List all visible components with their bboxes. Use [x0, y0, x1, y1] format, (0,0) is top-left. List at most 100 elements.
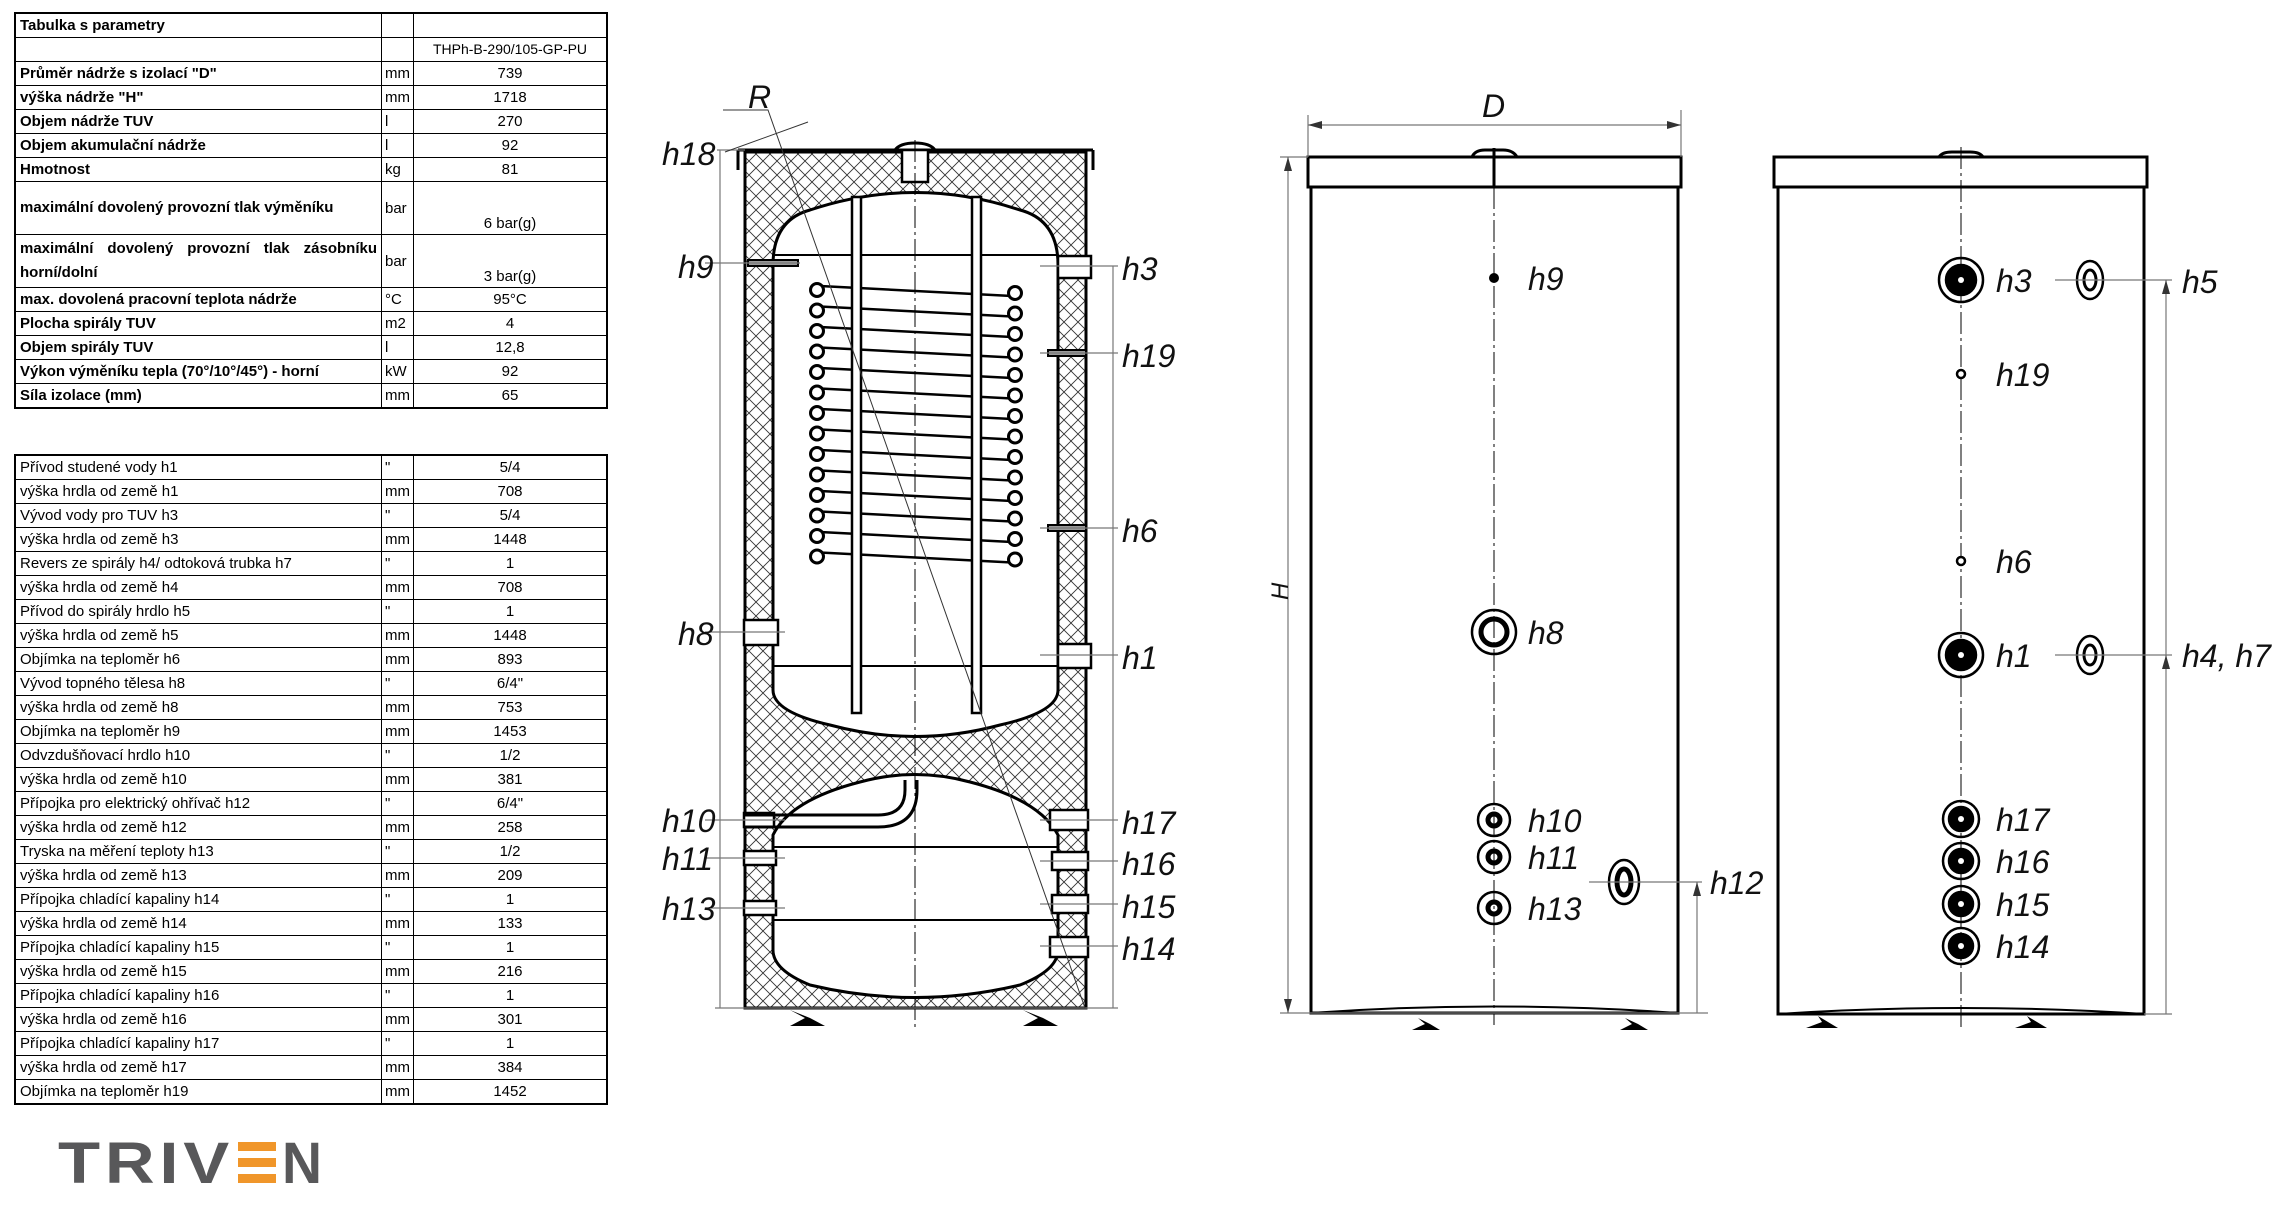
- cell-value: 6/4": [413, 791, 608, 816]
- table-row: Přívod do spirály hrdlo h5"1: [14, 599, 608, 624]
- cell-label: výška hrdla od země h1: [14, 479, 382, 504]
- cell-label: výška hrdla od země h10: [14, 767, 382, 792]
- coil-tube: [1007, 551, 1023, 568]
- cell-unit: mm: [381, 383, 414, 409]
- coil-tube: [1007, 428, 1023, 445]
- cell-label: Přípojka pro elektrický ohřívač h12: [14, 791, 382, 816]
- cell-value: 133: [413, 911, 608, 936]
- cell-value: 6 bar(g): [413, 181, 608, 235]
- label-h6: h6: [1122, 513, 1158, 549]
- label-h17: h17: [1996, 802, 2051, 838]
- cell-unit: mm: [381, 1007, 414, 1032]
- label-h14: h14: [1122, 931, 1175, 967]
- cell-value: 708: [413, 575, 608, 600]
- cell-unit: ": [381, 503, 414, 528]
- coil-tube: [809, 466, 825, 483]
- label-h5: h5: [2182, 264, 2218, 300]
- cell-unit: ": [381, 887, 414, 912]
- table-row: Přípojka chladící kapaliny h15"1: [14, 935, 608, 960]
- table-row: maximální dovolený provozní tlak výměník…: [14, 181, 608, 235]
- coil-tube: [1007, 326, 1023, 342]
- cell-value: 92: [413, 359, 608, 384]
- cell-unit: ": [381, 791, 414, 816]
- table-row: Přípojka chladící kapaliny h16"1: [14, 983, 608, 1008]
- cell-unit: kg: [381, 157, 414, 182]
- cell-unit: mm: [381, 527, 414, 552]
- cell-label: Plocha spirály TUV: [14, 311, 382, 336]
- label-h4-h7: h4, h7: [2182, 638, 2272, 674]
- label-h16: h16: [1122, 846, 1176, 882]
- cell-unit: ": [381, 671, 414, 696]
- label-h6: h6: [1996, 544, 2032, 580]
- coil-tube: [1007, 346, 1023, 363]
- label-h1: h1: [1122, 640, 1158, 676]
- cell-unit: mm: [381, 863, 414, 888]
- svg-text:N: N: [282, 1131, 322, 1196]
- label-D: D: [1482, 88, 1505, 124]
- label-h18: h18: [662, 136, 716, 172]
- cell-unit: ": [381, 839, 414, 864]
- cell-unit: kW: [381, 359, 414, 384]
- cell-label: Přípojka chladící kapaliny h14: [14, 887, 382, 912]
- cell-label: maximální dovolený provozní tlak zásobní…: [14, 234, 382, 288]
- coil-tube: [809, 364, 825, 380]
- cell-label: Objímka na teploměr h6: [14, 647, 382, 672]
- cell-label: výška hrdla od země h17: [14, 1055, 382, 1080]
- table-row: Přípojka chladící kapaliny h14"1: [14, 887, 608, 912]
- cell-label: Hmotnost: [14, 157, 382, 182]
- cell-label: Přívod studené vody h1: [14, 454, 382, 480]
- cell-unit: mm: [381, 767, 414, 792]
- cell-unit: l: [381, 133, 414, 158]
- coil-tube: [809, 323, 825, 339]
- label-H: H: [1267, 582, 1294, 600]
- cell-value: 739: [413, 61, 608, 86]
- side-view: h3 h5 h19 h6 h1 h4, h7 h17 h16 h15 h14: [1772, 147, 2272, 1028]
- cell-value: 1: [413, 551, 608, 576]
- cell-label: Přípojka chladící kapaliny h16: [14, 983, 382, 1008]
- cell-value: 708: [413, 479, 608, 504]
- coil-tube: [1007, 469, 1023, 486]
- label-h19: h19: [1996, 357, 2050, 393]
- cell-value: 753: [413, 695, 608, 720]
- cell-label: Objem nádrže TUV: [14, 109, 382, 134]
- coil-tube: [809, 548, 825, 565]
- cell-unit: mm: [381, 959, 414, 984]
- coil-tube: [809, 282, 825, 298]
- coil-tube: [809, 384, 825, 401]
- label-h1: h1: [1996, 638, 2032, 674]
- label-h9: h9: [1528, 261, 1564, 297]
- coil-tube: [1007, 408, 1023, 424]
- cell-value: 81: [413, 157, 608, 182]
- table-row: maximální dovolený provozní tlak zásobní…: [14, 234, 608, 288]
- cell-unit: mm: [381, 1055, 414, 1080]
- cell-value: 216: [413, 959, 608, 984]
- coil-tube: [1007, 490, 1023, 506]
- label-h8: h8: [678, 616, 714, 652]
- cell-value: 1448: [413, 527, 608, 552]
- label-h10: h10: [1528, 803, 1582, 839]
- empty-cell: [14, 37, 382, 62]
- table-row: Vývod topného tělesa h8"6/4": [14, 671, 608, 696]
- label-h3: h3: [1996, 263, 2032, 299]
- triven-logo: TRIV N: [58, 1131, 322, 1196]
- cell-value: 1718: [413, 85, 608, 110]
- coil-tube: [1007, 367, 1023, 383]
- coil-tube: [809, 425, 825, 442]
- cell-label: Průměr nádrže s izolací "D": [14, 61, 382, 86]
- coil-tube: [809, 302, 825, 319]
- svg-text:TRIV: TRIV: [58, 1131, 234, 1196]
- cell-label: Výkon výměníku tepla (70°/10°/45°) - hor…: [14, 359, 382, 384]
- coil-tube: [1007, 387, 1023, 404]
- cell-unit: bar: [381, 181, 414, 235]
